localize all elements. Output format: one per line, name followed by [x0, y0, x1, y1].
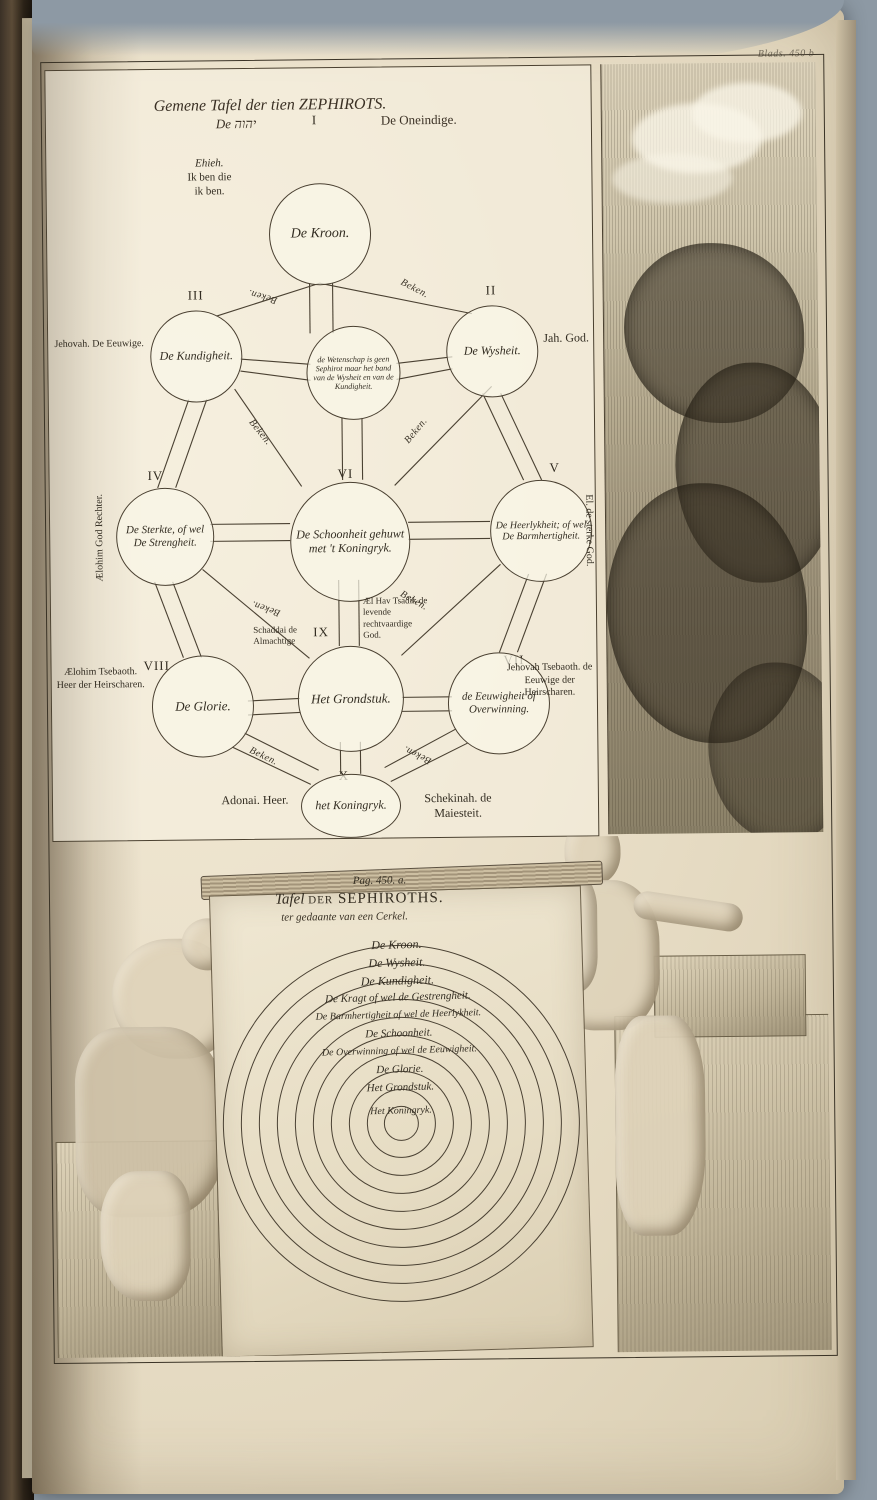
- caption-title-rest: der SEPHIROTHS.: [308, 889, 444, 908]
- numeral-3: III: [187, 287, 204, 303]
- folio-number: Blads. 450 b: [757, 48, 815, 60]
- daat-note-text: de Wetenschap is geen Sephirot maar het …: [313, 354, 394, 392]
- caption-page-ref: Pag. 450. a.: [352, 874, 407, 887]
- node-binah[interactable]: De Kundigheit.: [149, 310, 243, 403]
- numeral-9: IX: [313, 624, 329, 640]
- ehieh-line2: ik ben.: [194, 184, 225, 198]
- landscape-illustration: [600, 62, 824, 835]
- node-chesed[interactable]: De Heerlykheit; of wel De Barmhertigheit…: [489, 479, 593, 583]
- allegorical-scene: De Kroon. De Wysheit. De Kundigheit. De …: [52, 833, 832, 1359]
- diagram-title: Gemene Tafel der tien ZEPHIROTS.: [153, 95, 387, 115]
- node-chokhmah[interactable]: De Wysheit.: [445, 304, 539, 398]
- node-hod-label: De Glorie.: [175, 697, 231, 714]
- node-daat-note: de Wetenschap is geen Sephirot maar het …: [305, 325, 401, 421]
- label-de-oneindige: De Oneindige.: [380, 111, 457, 128]
- node-yesod[interactable]: Het Grondstuk.: [297, 645, 405, 753]
- numeral-1: I: [311, 112, 318, 128]
- engraved-plate: Blads. 450 b: [40, 48, 838, 1365]
- divine-name-jah: Jah. God.: [543, 330, 590, 345]
- divine-name-adonai: Adonai. Heer.: [221, 792, 289, 808]
- divine-name-elohim-rechter: Ælohim God Rechter.: [93, 493, 106, 582]
- numeral-2: II: [485, 282, 497, 298]
- node-chesed-label: De Heerlykheit; of wel De Barmhertigheit…: [495, 518, 587, 543]
- scroll-sheet[interactable]: De Kroon. De Wysheit. De Kundigheit. De …: [208, 885, 594, 1358]
- node-hod[interactable]: De Glorie.: [151, 654, 255, 758]
- page-edge-right: [836, 20, 856, 1480]
- node-chokhmah-label: De Wysheit.: [463, 343, 521, 358]
- numeral-4: IV: [147, 467, 164, 484]
- divine-name-el: El. de sterke God.: [583, 494, 596, 567]
- divine-name-jehovah: Jehovah. De Eeuwige.: [54, 338, 144, 350]
- caption-title-script: Tafel: [274, 891, 305, 908]
- figure-left-leg: [99, 1170, 192, 1302]
- node-binah-label: De Kundigheit.: [159, 348, 234, 363]
- node-gevurah-label: De Sterkte, of wel De Strengheit.: [125, 523, 205, 550]
- divine-name-elohim-tsebaoth: Ælohim Tsebaoth. Heer der Heirscharen.: [56, 666, 145, 691]
- tree-connector-lines: [154, 282, 548, 785]
- numeral-5: V: [549, 459, 560, 475]
- sephirot-tree-panel: Gemene Tafel der tien ZEPHIROTS. De יהוה…: [44, 64, 600, 843]
- concentric-circles: [222, 944, 580, 1302]
- ehieh-line1: Ik ben die: [187, 170, 232, 184]
- node-yesod-label: Het Grondstuk.: [310, 690, 391, 706]
- figure-right-leg: [614, 1015, 707, 1237]
- node-tiferet[interactable]: De Schoonheit gehuwt met 't Koningryk.: [289, 481, 411, 603]
- node-gevurah[interactable]: De Sterkte, of wel De Strengheit.: [115, 487, 215, 587]
- ehieh-name: Ehieh.: [195, 157, 224, 170]
- diagram-subtitle-hebrew: De יהוה: [215, 115, 257, 132]
- caption-subtitle: ter gedaante van een Cerkel.: [281, 910, 409, 924]
- divine-name-jehovah-tsebaoth: Jehovah Tsebaoth. de Eeuwige der Heirsch…: [506, 661, 593, 699]
- divine-name-schaddai: Schaddai de Almachtige: [253, 624, 297, 647]
- node-tiferet-label: De Schoonheit gehuwt met 't Koningryk.: [296, 526, 405, 556]
- caption-title: Tafel der SEPHIROTHS.: [275, 890, 444, 909]
- node-keter[interactable]: De Kroon.: [268, 182, 372, 286]
- label-ehieh: Ehieh. Ik ben die ik ben.: [154, 157, 264, 199]
- divine-name-schekinah: Schekinah. de Maiesteit.: [424, 790, 492, 821]
- numeral-6: VI: [337, 465, 354, 482]
- node-keter-label: De Kroon.: [290, 225, 350, 242]
- node-malkuth-label: het Koningryk.: [315, 797, 387, 813]
